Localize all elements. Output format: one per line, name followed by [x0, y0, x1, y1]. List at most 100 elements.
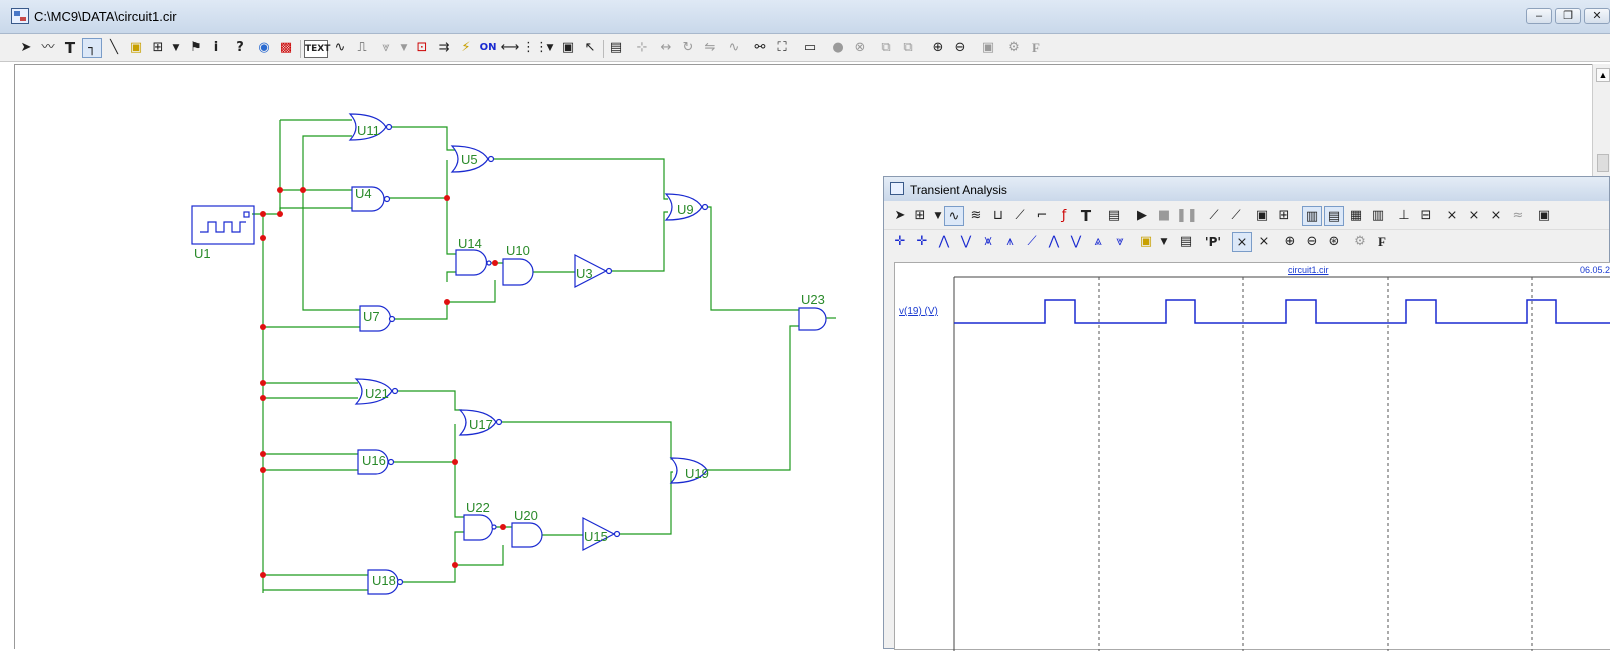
grid-horizontal-icon[interactable]: ▤ [1324, 206, 1344, 226]
minimize-button[interactable]: ‒ [1526, 8, 1552, 24]
bottom-icon[interactable]: ⩔ [1116, 234, 1124, 249]
top-icon[interactable]: ⩓ [1094, 234, 1102, 249]
trace-icon[interactable]: ∿ [944, 206, 964, 226]
cursor-crosshair-b-icon[interactable]: ✛ [916, 234, 928, 249]
tag-x-icon[interactable]: ⨯ [1232, 232, 1252, 252]
text-mode-button[interactable]: TEXT [304, 40, 330, 58]
peak-icon[interactable]: ⋀ [938, 234, 950, 249]
text-tool-icon[interactable]: T [64, 39, 76, 57]
zoom-out-icon[interactable]: ⊖ [954, 40, 966, 55]
inflection-icon[interactable]: ⟋ [1027, 234, 1037, 249]
grid-vertical-icon[interactable]: ▥ [1302, 206, 1322, 226]
p-label-icon[interactable]: 'P' [1204, 235, 1222, 249]
select-arrow-icon[interactable]: ➤ [20, 40, 32, 55]
zoom-in-icon[interactable]: ⊕ [932, 40, 944, 55]
pause-icon[interactable]: ❚❚ [1176, 208, 1198, 223]
dropdown-icon[interactable]: ▼ [400, 43, 408, 53]
dots-icon[interactable]: ⋮⋮ [522, 40, 548, 55]
window-icon[interactable]: ▣ [561, 40, 575, 55]
align-icon[interactable]: ⊹ [636, 40, 648, 55]
global-high-icon[interactable]: ⋀ [1048, 234, 1060, 249]
comment-icon[interactable]: ▭ [803, 40, 817, 55]
baseline-icon[interactable]: ⊥ [1398, 208, 1410, 223]
cursor-crosshair-icon[interactable]: ✛ [894, 234, 906, 249]
step-icon[interactable]: ⟋ [1015, 208, 1025, 223]
grid-both-icon[interactable]: ▦ [1349, 208, 1363, 223]
wave-icon[interactable]: ≈ [1512, 208, 1524, 223]
component-icon[interactable]: ▣ [129, 40, 143, 55]
connector-icon[interactable]: ⟷ [500, 40, 520, 55]
gear-icon[interactable]: ⚙ [1008, 40, 1020, 55]
cursor-icon[interactable]: ↖ [584, 40, 596, 55]
vertical-scrollbar[interactable]: ▲ [1592, 64, 1610, 184]
slope-icon[interactable]: ⌐ [1036, 208, 1048, 223]
waveform-b-icon[interactable]: ⎍ [357, 40, 367, 55]
tag-y-icon[interactable]: ⨯ [1258, 234, 1270, 249]
zoom-in-icon[interactable]: ⊕ [1284, 234, 1296, 249]
zoom-fit-icon[interactable]: ⊛ [1328, 234, 1340, 249]
fo-icon[interactable]: ƒ [1061, 208, 1067, 223]
maximize-button[interactable]: ❐ [1555, 8, 1581, 24]
scroll-up-icon[interactable]: ▲ [1596, 68, 1610, 82]
step-wire-icon[interactable]: ┐ [82, 38, 102, 58]
transient-analysis-window[interactable]: Transient Analysis ➤ ⊞ ▼ ∿ ≋ ⊔ ⟋ ⌐ ƒ T ▤… [883, 176, 1610, 651]
scroll-thumb[interactable] [1597, 154, 1609, 172]
properties-icon[interactable]: ▤ [609, 40, 623, 55]
flag-icon[interactable]: ⚑ [190, 40, 202, 55]
line-icon[interactable]: ⟋ [1209, 208, 1219, 223]
low-icon[interactable]: ⩚ [1006, 234, 1014, 249]
cursor-a-icon[interactable]: ⨯ [1446, 208, 1458, 223]
grid-icon[interactable]: ⊞ [1278, 208, 1290, 223]
gear-icon[interactable]: ⚙ [1354, 234, 1366, 249]
grid-columns-icon[interactable]: ▥ [1371, 208, 1385, 223]
zoom-out-icon[interactable]: ⊖ [1306, 234, 1318, 249]
select-arrow-icon[interactable]: ➤ [894, 208, 906, 223]
on-switch-icon[interactable]: ON [479, 42, 497, 53]
font-icon[interactable]: F [1032, 40, 1040, 55]
waveform-a-icon[interactable]: ∿ [334, 40, 346, 55]
find-icon[interactable]: ⚯ [754, 40, 766, 55]
bus-icon[interactable]: ⇉ [438, 40, 450, 55]
text-tool-icon[interactable]: T [1080, 207, 1092, 225]
cancel-icon[interactable]: ⊗ [854, 40, 866, 55]
tools-icon[interactable]: ▣ [1139, 234, 1153, 249]
stop-icon[interactable]: ● [832, 40, 844, 55]
waveform-c-icon[interactable]: ⩔ [382, 40, 390, 55]
probe-icon[interactable]: ◉ [258, 40, 270, 55]
help-icon[interactable]: ? [236, 40, 244, 55]
stop-icon[interactable]: ■ [1157, 208, 1171, 223]
global-low-icon[interactable]: ⋁ [1070, 234, 1082, 249]
preferences-icon[interactable]: ▣ [1537, 208, 1551, 223]
waveform-plot[interactable]: circuit1.cir 06.05.2 v(19) (V) [894, 262, 1610, 651]
grid-components-icon[interactable]: ⊞ [152, 40, 164, 55]
window-title-bar[interactable]: C:\MC9\DATA\circuit1.cir ‒ ❐ ✕ [0, 0, 1610, 34]
transistor-icon[interactable]: ⚡ [461, 40, 471, 55]
table-icon[interactable]: ▤ [1179, 234, 1193, 249]
minus-icon[interactable]: ⊟ [1420, 208, 1432, 223]
high-icon[interactable]: ⩙ [984, 234, 992, 249]
camera-icon[interactable]: ▣ [981, 40, 995, 55]
font-icon[interactable]: F [1378, 234, 1386, 249]
pause-icon[interactable]: ▩ [279, 40, 293, 55]
grid-components-icon[interactable]: ⊞ [914, 208, 926, 223]
trace-label[interactable]: v(19) (V) [899, 306, 938, 317]
properties-icon[interactable]: ▤ [1107, 208, 1121, 223]
transient-title-bar[interactable]: Transient Analysis [884, 177, 1609, 201]
cursor-b-icon[interactable]: ⨯ [1468, 208, 1480, 223]
analysis-icon[interactable]: ⊡ [416, 40, 428, 55]
valley-icon[interactable]: ⋁ [960, 234, 972, 249]
paste-icon[interactable]: ⧉ [903, 40, 913, 55]
waveform-icon[interactable]: ≋ [970, 208, 982, 223]
dropdown-icon[interactable]: ▼ [1160, 237, 1168, 247]
dropdown-icon[interactable]: ▼ [546, 43, 554, 53]
wave-icon[interactable]: ∿ [728, 40, 740, 55]
cursor-c-icon[interactable]: ⨯ [1490, 208, 1502, 223]
ruler-icon[interactable]: ⊔ [992, 208, 1004, 223]
flip-icon[interactable]: ↔ [660, 40, 672, 55]
binoculars-icon[interactable]: ⛶ [777, 40, 787, 55]
dropdown-icon[interactable]: ▼ [934, 211, 942, 221]
line-marker-icon[interactable]: ⟋ [1231, 208, 1241, 223]
copy-icon[interactable]: ⧉ [881, 40, 891, 55]
wire-icon[interactable]: 〰 [41, 40, 55, 55]
mirror-icon[interactable]: ⇋ [704, 40, 716, 55]
